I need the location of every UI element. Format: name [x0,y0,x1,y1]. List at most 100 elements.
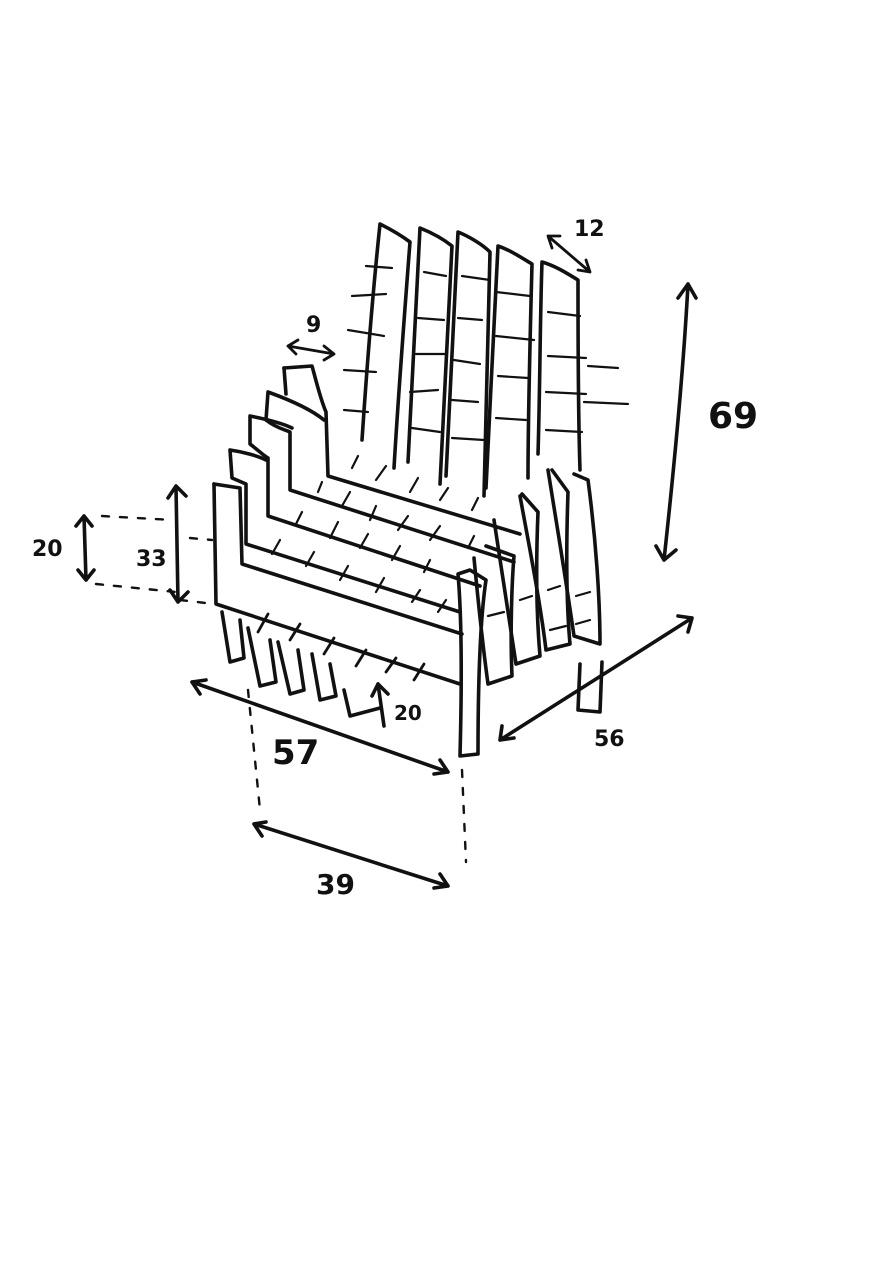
seat-frame [212,482,462,686]
hatch-line [544,390,588,396]
side-slat [518,468,572,652]
dimension-overall-depth: 56 [498,614,694,752]
front-leg [276,640,306,696]
backrest-slat [360,222,412,470]
seat-hatching [270,454,480,614]
side-slat [456,568,488,758]
seat-frame [282,366,288,396]
dimension-label: 69 [708,396,758,437]
dimension-seat-width: 39 [246,688,468,901]
hatch-line [316,480,324,494]
hatch-line [544,428,584,434]
hatch-line [456,316,484,322]
right-side-slats [456,468,602,758]
backrest-slats [360,222,582,498]
dimension-label: 20 [32,537,63,562]
dimension-back-height: 69 [654,282,758,562]
dimension-label: 57 [272,733,319,773]
hatch-line [450,398,480,404]
backrest-slat [406,226,454,486]
hatch-line [328,520,340,540]
hatch-line [408,388,440,394]
dimension-slat-gap: 9 [286,313,336,362]
hatch-line [428,524,442,542]
dimension-back-slat-depth: 12 [546,217,605,274]
hatch-line [374,464,388,482]
backrest-hatching [342,264,630,442]
dimension-arrow [190,678,450,776]
rear-leg [576,660,604,714]
backrest-slat [536,260,582,472]
hatch-line [390,544,402,562]
dimension-leg-height: 20 [370,682,422,728]
front-leg [342,688,382,718]
side-slat [472,544,516,686]
hatch-line [342,408,370,414]
dimension-label: 39 [316,868,355,901]
hatch-line [410,588,422,604]
hatch-line [494,416,528,422]
dimension-label: 12 [574,217,605,242]
hatch-line [582,400,630,406]
dimension-guide [100,514,174,522]
dimension-guide [178,598,216,606]
hatch-line [270,538,282,556]
hatch-line [470,496,480,512]
dimension-label: 33 [136,547,167,572]
dimension-label: 9 [306,313,321,338]
dimension-arrow [252,820,450,890]
hatch-line [346,328,386,338]
hatch-line [452,358,482,366]
dimension-guide [188,536,214,542]
dimension-arrow [370,682,390,728]
dimension-arrow [166,484,190,604]
seat-frame [282,364,522,536]
hatch-line [416,316,446,322]
hatch-line [350,454,360,470]
seat-frame [212,482,464,636]
hatch-line [450,436,486,442]
hatch-line [546,354,588,360]
hatch-line [496,374,530,380]
dimension-label: 20 [394,701,422,725]
dimension-arrow [74,514,96,582]
side-hatch [486,584,592,632]
hatch-line [494,290,532,298]
hatch-line [422,558,432,574]
leg-hatch [256,612,426,682]
hatch-line [546,310,582,318]
side-slat [492,492,542,666]
dimension-arrow [498,614,694,742]
hatch-line [408,476,420,494]
hatch-line [350,292,388,298]
dimension-arrow [286,338,336,362]
side-slat [546,468,602,646]
seat-frames [212,364,522,686]
hatch-line [338,564,350,582]
dimension-seat-height: 20 [32,514,214,594]
seat-frame [228,448,462,614]
dimension-overall-width: 57 [190,678,450,776]
dimension-guide [246,688,262,812]
front-leg [246,626,278,688]
hatch-line [466,534,476,550]
hatch-line [340,490,352,508]
backrest-slat [444,230,492,498]
hatch-line [294,510,304,526]
dimension-armrest-height: 33 [136,484,216,606]
hatch-line [460,274,492,282]
seat-frame [248,414,482,588]
hatch-line [494,334,536,342]
seat-frame [264,390,516,564]
hatch-line [396,514,410,532]
hatch-line [422,270,448,278]
hatch-line [438,486,450,502]
front-leg [310,652,338,702]
hatch-line [436,598,448,614]
hatch-line [410,426,442,434]
backrest-slat [484,244,534,490]
hatch-line [364,264,394,270]
hatch-line [374,576,386,594]
dimension-arrow [654,282,698,562]
